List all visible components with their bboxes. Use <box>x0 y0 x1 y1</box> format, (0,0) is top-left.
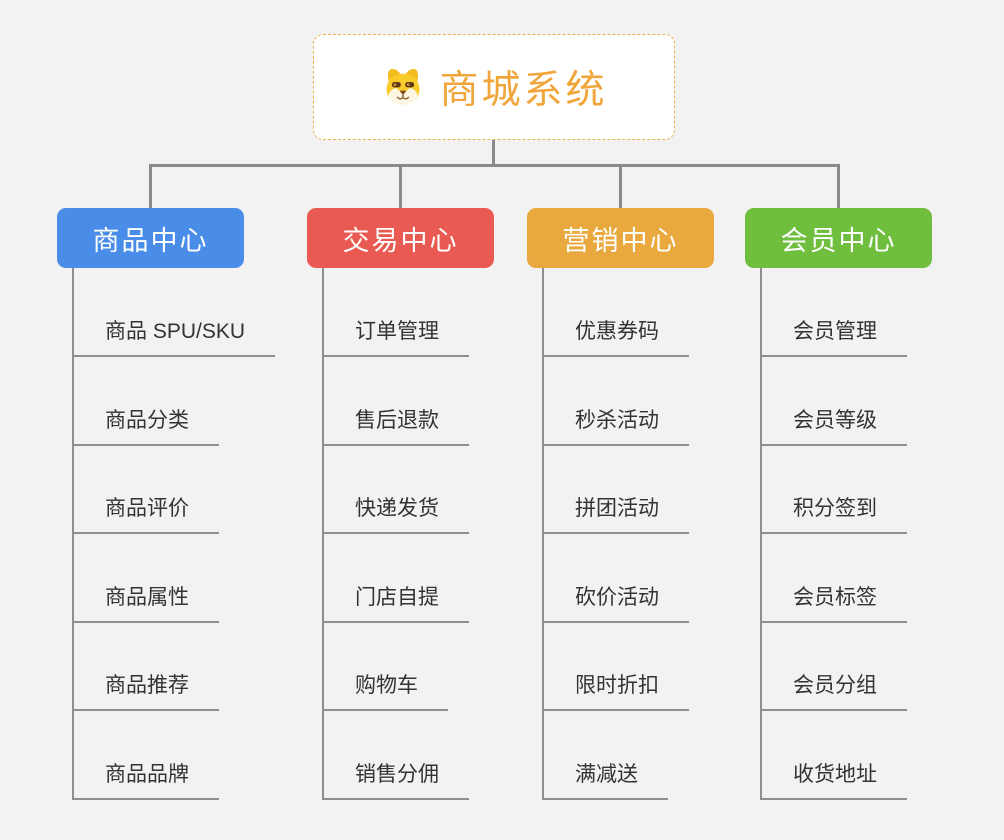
child-node[interactable]: 售后退款 <box>322 406 469 446</box>
child-node[interactable]: 收货地址 <box>760 760 907 800</box>
child-node[interactable]: 积分签到 <box>760 494 907 534</box>
branch-label: 交易中心 <box>342 225 459 256</box>
child-node[interactable]: 满减送 <box>542 760 668 800</box>
branch-node-product-center[interactable]: 商品中心 <box>57 208 244 268</box>
child-node[interactable]: 快递发货 <box>322 494 469 534</box>
child-node[interactable]: 商品属性 <box>72 583 219 623</box>
connector-drop-marketing <box>619 164 622 210</box>
child-node[interactable]: 购物车 <box>322 671 448 711</box>
connector-drop-member <box>837 164 840 210</box>
child-node[interactable]: 限时折扣 <box>542 671 689 711</box>
child-node[interactable]: 拼团活动 <box>542 494 689 534</box>
child-node[interactable]: 商品 SPU/SKU <box>72 317 276 357</box>
child-node[interactable]: 商品分类 <box>72 406 219 446</box>
child-node[interactable]: 商品品牌 <box>72 760 219 800</box>
branch-label: 会员中心 <box>780 225 897 256</box>
branch-node-member-center[interactable]: 会员中心 <box>745 208 932 268</box>
child-node[interactable]: 秒杀活动 <box>542 406 689 446</box>
branch-node-marketing-center[interactable]: 营销中心 <box>527 208 714 268</box>
branch-node-trade-center[interactable]: 交易中心 <box>307 208 494 268</box>
child-node[interactable]: 商品评价 <box>72 494 219 534</box>
child-node[interactable]: 会员分组 <box>760 671 907 711</box>
child-node[interactable]: 销售分佣 <box>322 760 469 800</box>
branch-label: 营销中心 <box>562 225 679 256</box>
connector-root-trunk <box>492 140 495 167</box>
dog-face-icon <box>380 64 426 110</box>
branch-label: 商品中心 <box>92 225 209 256</box>
child-node[interactable]: 会员标签 <box>760 583 907 623</box>
child-node[interactable]: 门店自提 <box>322 583 469 623</box>
child-node[interactable]: 会员等级 <box>760 406 907 446</box>
connector-drop-trade <box>399 164 402 210</box>
child-node[interactable]: 订单管理 <box>322 317 469 357</box>
child-node[interactable]: 商品推荐 <box>72 671 219 711</box>
child-node[interactable]: 优惠券码 <box>542 317 689 357</box>
connector-horizontal-bar <box>149 164 840 167</box>
child-node[interactable]: 会员管理 <box>760 317 907 357</box>
root-node[interactable]: 商城系统 <box>313 34 675 140</box>
connector-drop-product <box>149 164 152 210</box>
child-node[interactable]: 砍价活动 <box>542 583 689 623</box>
root-node-label: 商城系统 <box>439 69 608 112</box>
